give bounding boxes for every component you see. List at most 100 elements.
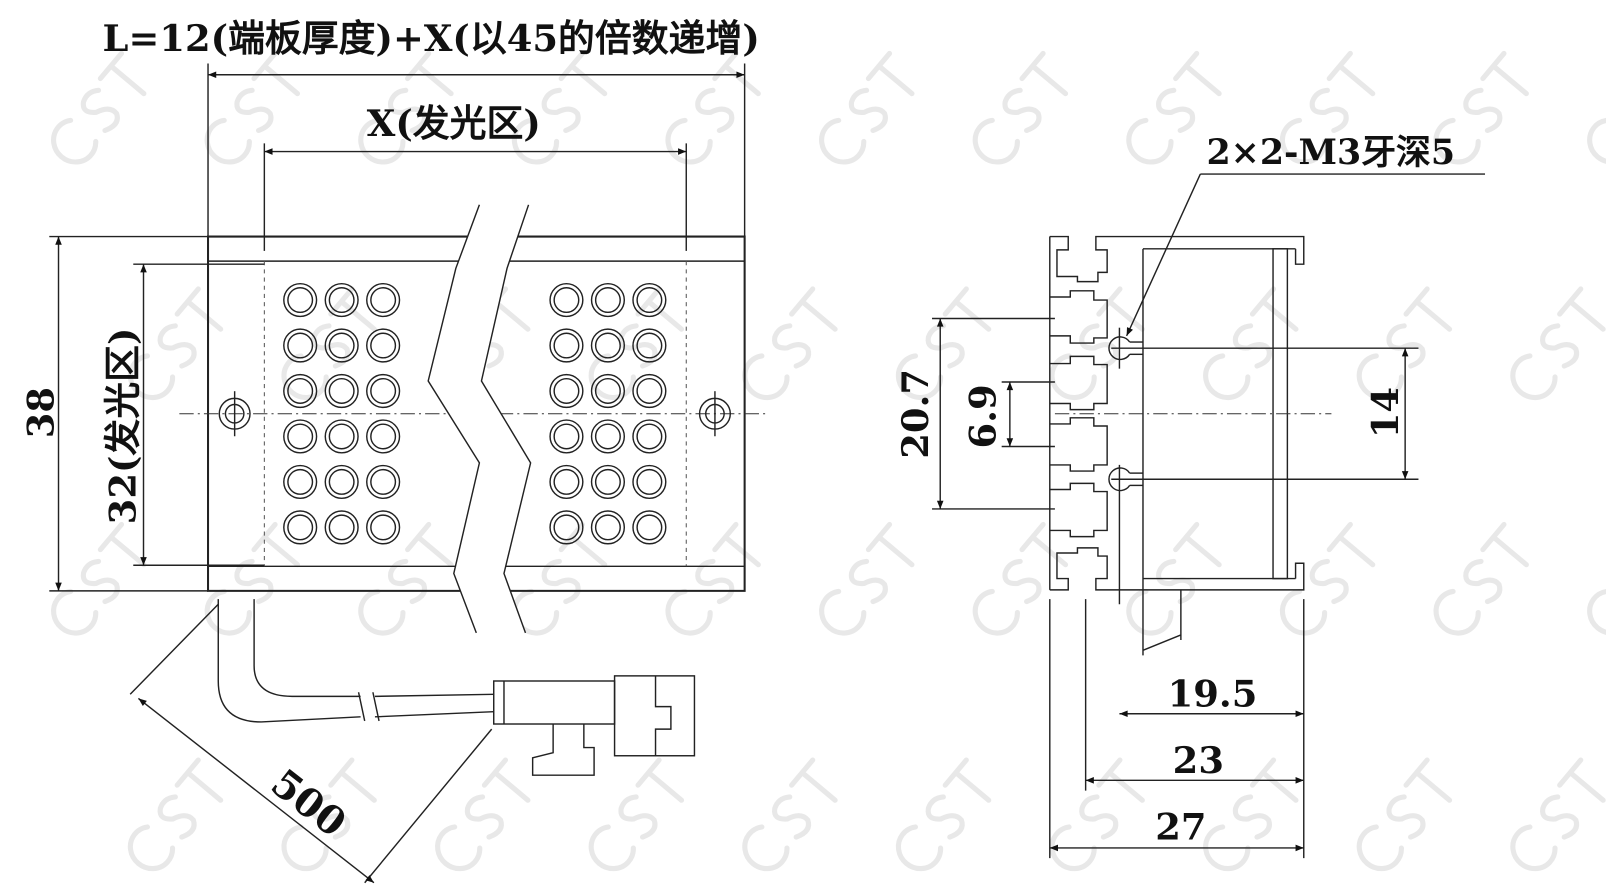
- led-circle: [370, 332, 397, 359]
- led-circle: [328, 468, 355, 495]
- watermark-logo: [813, 53, 922, 171]
- dim-6-9-label: 6.9: [961, 384, 1005, 448]
- dimension-14: 14: [1363, 348, 1409, 480]
- emitting-width-label: X(发光区): [367, 101, 541, 145]
- led-circle: [370, 514, 397, 541]
- dim-23-label: 23: [1173, 738, 1224, 782]
- watermark-logo: [1581, 524, 1606, 642]
- led-circle: [594, 423, 621, 450]
- led-circle: [324, 328, 359, 363]
- watermark-logo: [1043, 759, 1152, 877]
- led-circle: [549, 419, 584, 454]
- led-circle: [632, 510, 667, 545]
- emitting-height-label: 32(发光区): [100, 328, 144, 525]
- led-circle: [328, 514, 355, 541]
- led-circle: [324, 510, 359, 545]
- dim-27-label: 27: [1155, 805, 1206, 849]
- led-circle: [636, 514, 663, 541]
- led-circle: [283, 419, 318, 454]
- led-circle: [632, 328, 667, 363]
- led-circle: [549, 328, 584, 363]
- length-dimension: [207, 63, 746, 237]
- connector: [493, 675, 696, 776]
- led-circle: [366, 510, 401, 545]
- led-circle: [370, 287, 397, 314]
- led-circle: [636, 423, 663, 450]
- height-label: 38: [18, 387, 62, 438]
- led-circle: [553, 332, 580, 359]
- led-circle: [549, 510, 584, 545]
- watermark-logo: [1504, 759, 1606, 877]
- led-circle: [590, 282, 626, 318]
- watermark-logo: [45, 53, 154, 171]
- led-circle: [594, 332, 621, 359]
- led-circle: [632, 419, 667, 454]
- led-circle: [283, 464, 318, 500]
- led-circle: [328, 377, 355, 404]
- watermark-logo: [813, 524, 922, 642]
- led-circle: [324, 282, 359, 318]
- led-circle: [287, 332, 314, 359]
- emitting-height-dimension: 32(发光区): [100, 263, 265, 566]
- led-circle: [366, 464, 401, 500]
- led-circle: [366, 373, 401, 409]
- led-circle: [549, 373, 584, 409]
- led-circle: [636, 377, 663, 404]
- led-circle: [328, 332, 355, 359]
- aluminum-profile: [1049, 235, 1419, 656]
- emitting-width-dimension: [263, 143, 687, 251]
- led-circle: [366, 282, 401, 318]
- watermark-logo: [122, 759, 231, 877]
- watermark-logo: [45, 524, 154, 642]
- led-circle: [287, 514, 314, 541]
- led-circle: [594, 287, 621, 314]
- watermark-logo: [1120, 524, 1229, 642]
- mounting-hole-right: [698, 391, 732, 437]
- led-circle: [590, 464, 626, 500]
- watermark-logo: [583, 759, 692, 877]
- led-circle: [283, 282, 318, 318]
- led-circle: [287, 468, 314, 495]
- break-gap: [428, 204, 531, 633]
- led-circle: [590, 419, 626, 454]
- led-circle: [370, 377, 397, 404]
- bottom-dimensions: 19.5 23 27: [1049, 599, 1305, 859]
- led-circle: [370, 468, 397, 495]
- watermark-logo: [659, 524, 768, 642]
- cable: [217, 599, 494, 723]
- thread-hole-bottom: [1108, 464, 1143, 605]
- led-circle: [283, 328, 318, 363]
- watermarks: [45, 53, 1606, 878]
- watermark-logo: [352, 524, 461, 642]
- watermark-logo: [429, 759, 538, 877]
- led-circle: [324, 419, 359, 454]
- watermark-logo: [736, 288, 845, 406]
- led-circle: [366, 328, 401, 363]
- led-circle: [590, 510, 626, 545]
- led-circle: [590, 328, 626, 363]
- dim-14-label: 14: [1363, 387, 1407, 438]
- led-circle: [636, 287, 663, 314]
- front-view: L=12(端板厚度)+X(以45的倍数递增) X(发光区): [18, 16, 769, 884]
- watermark-logo: [1581, 53, 1606, 171]
- watermark-logo: [1274, 524, 1383, 642]
- led-circle: [553, 423, 580, 450]
- led-circle: [594, 514, 621, 541]
- led-circle: [283, 373, 318, 409]
- led-circle: [632, 464, 667, 500]
- length-label: L=12(端板厚度)+X(以45的倍数递增): [103, 16, 760, 60]
- led-circle: [632, 373, 667, 409]
- led-circle: [324, 464, 359, 500]
- light-body: [179, 204, 769, 634]
- led-circle: [370, 423, 397, 450]
- watermark-logo: [1427, 524, 1536, 642]
- led-circle: [553, 377, 580, 404]
- break-line-left: [427, 204, 481, 634]
- led-circle: [636, 468, 663, 495]
- height-dimension: 38: [18, 235, 209, 592]
- led-circle: [553, 514, 580, 541]
- watermark-logo: [967, 524, 1076, 642]
- watermark-logo: [659, 53, 768, 171]
- dimension-6-9: 6.9: [961, 381, 1055, 449]
